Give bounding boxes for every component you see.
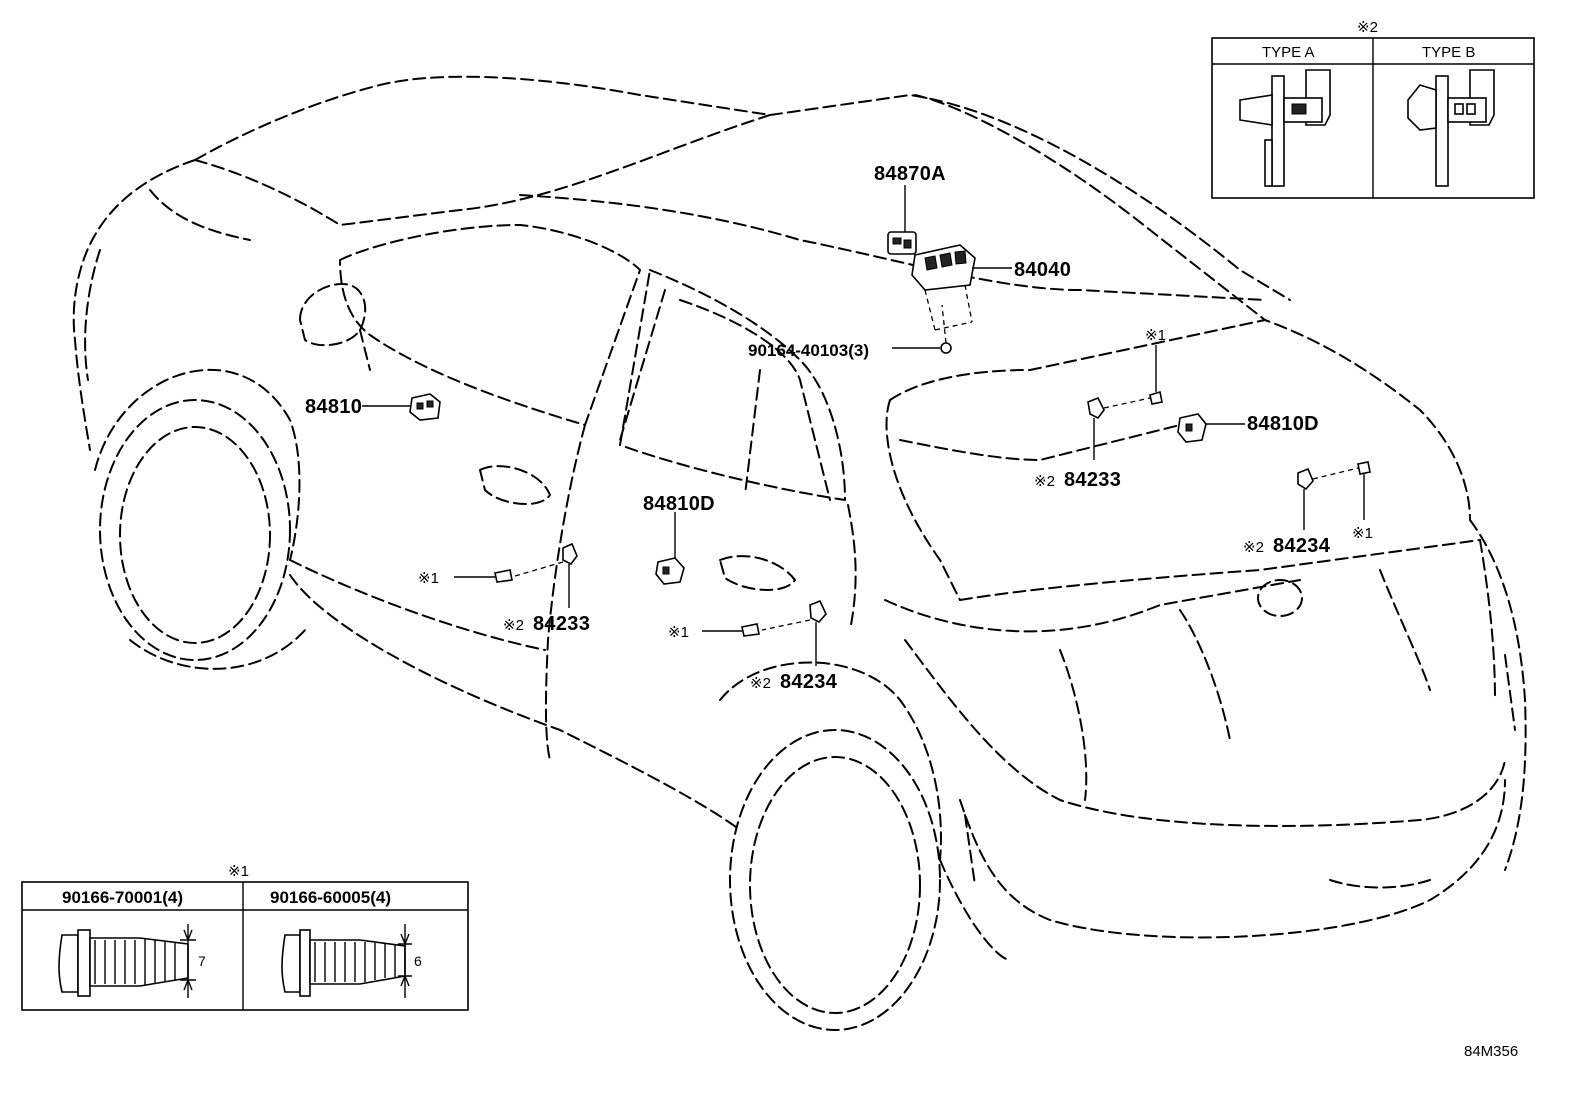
label-mark2-84233-rear: ※2 — [1034, 473, 1055, 490]
label-84040: 84040 — [1014, 259, 1071, 281]
type-box-header: ※2 — [1357, 19, 1378, 36]
label-mark1-rear-bottom: ※1 — [1352, 525, 1373, 542]
label-90164-40103: 90164-40103(3) — [748, 341, 869, 360]
label-84810D-door: 84810D — [643, 493, 715, 515]
screw-box-header: ※1 — [228, 863, 249, 880]
label-84810: 84810 — [305, 396, 362, 418]
label-mark1-rear-top: ※1 — [1145, 327, 1166, 344]
part-84233-rear — [1087, 396, 1151, 420]
label-84234-rear: 84234 — [1273, 535, 1331, 557]
part-84870A-sensor — [887, 231, 917, 255]
diagram-code: 84M356 — [1464, 1043, 1518, 1060]
type-b-connector-drawing — [1407, 69, 1495, 187]
label-mark2-84233-door: ※2 — [503, 617, 524, 634]
screw-mark1-rear-top — [1149, 345, 1163, 405]
screw-mark1-door-2 — [702, 623, 760, 637]
type-a-label: TYPE A — [1262, 44, 1315, 61]
screw-mark1-door-1 — [454, 569, 513, 583]
type-b-label: TYPE B — [1422, 44, 1475, 61]
type-a-connector-drawing — [1239, 69, 1331, 187]
screw-90166-60005-drawing: 6 — [281, 924, 422, 998]
part-84810D-door-switch — [655, 557, 685, 585]
screw-90166-70001-label: 90166-70001(4) — [62, 888, 183, 907]
screw-2-dim: 6 — [414, 953, 422, 969]
screw-mark1-rear-bottom — [1357, 461, 1371, 520]
type-inset-box: ※2 TYPE A TYPE B — [1211, 19, 1535, 199]
label-84870A: 84870A — [874, 163, 946, 185]
vehicle-outline — [72, 75, 1527, 1031]
part-84040-switch — [911, 244, 976, 331]
label-mark1-door-2: ※1 — [668, 624, 689, 641]
label-mark2-84234-door: ※2 — [750, 675, 771, 692]
screw-1-dim: 7 — [198, 953, 206, 969]
screw-90166-60005-label: 90166-60005(4) — [270, 888, 391, 907]
part-90164-screw — [940, 304, 952, 354]
label-84233-door: 84233 — [533, 613, 590, 635]
part-84234-door — [761, 599, 827, 631]
part-84234-rear — [1297, 467, 1359, 491]
label-84810D-rear: 84810D — [1247, 413, 1319, 435]
label-84234-door: 84234 — [780, 671, 838, 693]
part-84233-door — [514, 542, 578, 577]
part-84810D-rear-switch — [1177, 413, 1207, 443]
screw-90166-70001-drawing: 7 — [58, 924, 206, 998]
label-84233-rear: 84233 — [1064, 469, 1121, 491]
screw-inset-box: ※1 90166-70001(4) 90166-60005(4) 7 6 — [21, 863, 469, 1011]
label-mark2-84234-rear: ※2 — [1243, 539, 1264, 556]
part-84810-switch — [409, 393, 441, 421]
label-mark1-door-1: ※1 — [418, 570, 439, 587]
